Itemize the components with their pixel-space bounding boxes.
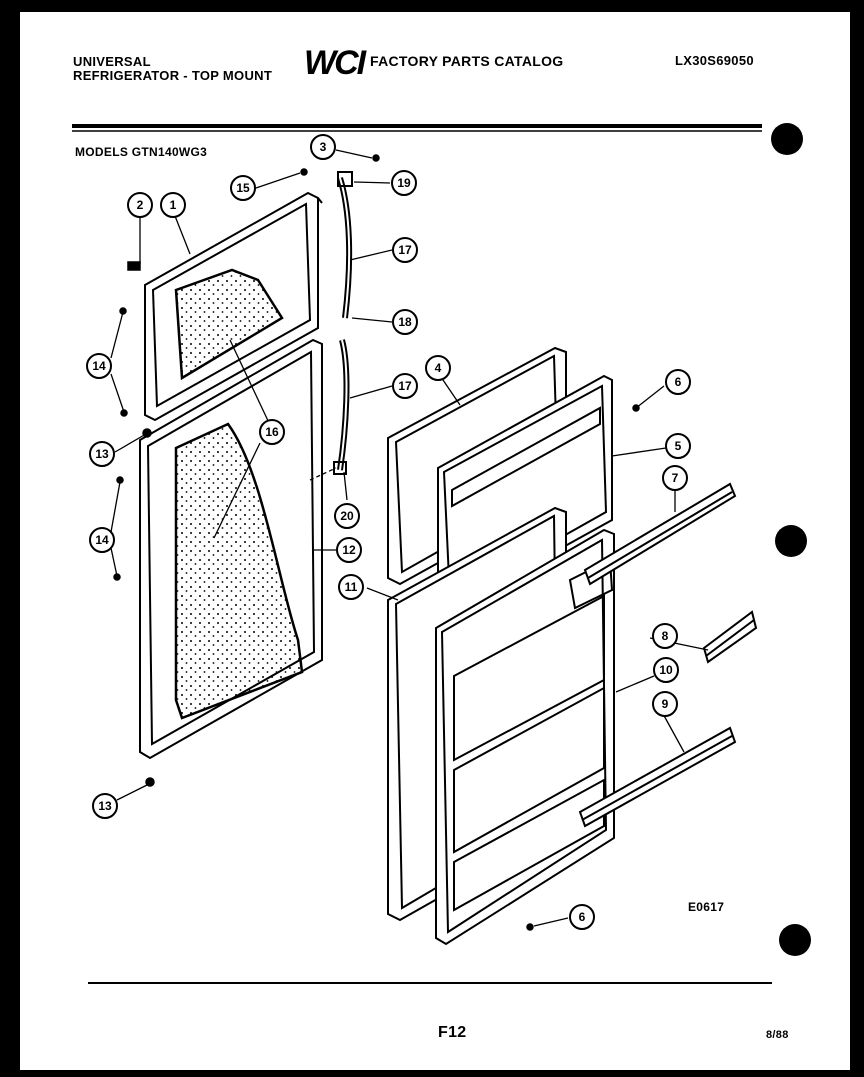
- shelf-bar-9: [578, 726, 737, 828]
- svg-text:13: 13: [98, 799, 112, 813]
- callout-1: 1: [160, 192, 186, 218]
- svg-text:1: 1: [170, 198, 177, 212]
- callout-19: 19: [391, 170, 417, 196]
- callout-15: 15: [230, 175, 256, 201]
- svg-text:9: 9: [662, 697, 669, 711]
- callouts: 2 1 3 15 19 17 18 17 4 6 5 7 14 16 13 20…: [86, 134, 691, 930]
- callout-5: 5: [665, 433, 691, 459]
- models-label: MODELS GTN140WG3: [75, 145, 208, 159]
- svg-text:17: 17: [398, 243, 412, 257]
- catalog-number: LX30S69050: [675, 53, 754, 68]
- wci-logo: WCI: [304, 44, 366, 82]
- callout-16-upper: 16: [259, 419, 285, 445]
- drawing-code: E0617: [688, 900, 725, 914]
- callout-17-lower: 17: [392, 373, 418, 399]
- svg-text:20: 20: [340, 509, 354, 523]
- svg-text:18: 18: [398, 315, 412, 329]
- callout-3: 3: [310, 134, 336, 160]
- callout-13-upper: 13: [89, 441, 115, 467]
- svg-text:10: 10: [659, 663, 673, 677]
- callout-13-lower: 13: [92, 793, 118, 819]
- callout-6-lower: 6: [569, 904, 595, 930]
- svg-text:4: 4: [435, 361, 442, 375]
- binder-hole-bottom: [779, 924, 811, 956]
- svg-text:8: 8: [662, 629, 669, 643]
- callout-20: 20: [334, 503, 360, 529]
- callout-7: 7: [662, 465, 688, 491]
- svg-text:14: 14: [95, 533, 109, 547]
- callout-17-upper: 17: [392, 237, 418, 263]
- binder-hole-middle: [775, 525, 807, 557]
- binder-hole-top: [771, 123, 803, 155]
- callout-4: 4: [425, 355, 451, 381]
- handle-upper: [337, 171, 353, 319]
- handle-lower: [333, 339, 350, 475]
- svg-text:7: 7: [672, 471, 679, 485]
- svg-text:19: 19: [397, 176, 411, 190]
- callout-2: 2: [127, 192, 153, 218]
- svg-text:6: 6: [579, 910, 586, 924]
- freezer-door-assembly: [144, 191, 323, 422]
- callout-14-upper: 14: [86, 353, 112, 379]
- callout-6-upper: 6: [665, 369, 691, 395]
- callout-11: 11: [338, 574, 364, 600]
- svg-text:16: 16: [265, 425, 279, 439]
- svg-text:11: 11: [345, 580, 358, 594]
- svg-text:12: 12: [342, 543, 356, 557]
- callout-8: 8: [652, 623, 678, 649]
- callout-18: 18: [392, 309, 418, 335]
- callout-9: 9: [652, 691, 678, 717]
- callout-10: 10: [653, 657, 679, 683]
- svg-text:6: 6: [675, 375, 682, 389]
- brand-line-2: REFRIGERATOR - TOP MOUNT: [73, 68, 273, 83]
- callout-14-lower: 14: [89, 527, 115, 553]
- svg-text:15: 15: [236, 181, 250, 195]
- shelf-bar-7: [583, 482, 737, 586]
- svg-text:13: 13: [95, 447, 109, 461]
- fresh-food-inner-panel: [435, 528, 615, 946]
- svg-text:17: 17: [398, 379, 412, 393]
- svg-text:2: 2: [137, 198, 144, 212]
- svg-text:14: 14: [92, 359, 106, 373]
- callout-12: 12: [336, 537, 362, 563]
- svg-text:5: 5: [675, 439, 682, 453]
- shelf-bar-8: [702, 610, 758, 664]
- page-code: F12: [438, 1024, 467, 1041]
- header-rule: [72, 124, 762, 128]
- leader-lines: [110, 149, 709, 927]
- catalog-title: FACTORY PARTS CATALOG: [370, 53, 564, 69]
- fresh-food-door-assembly: [139, 338, 323, 760]
- page-date: 8/88: [766, 1029, 789, 1041]
- svg-text:3: 3: [320, 140, 327, 154]
- brand-line-1: UNIVERSAL: [73, 54, 151, 69]
